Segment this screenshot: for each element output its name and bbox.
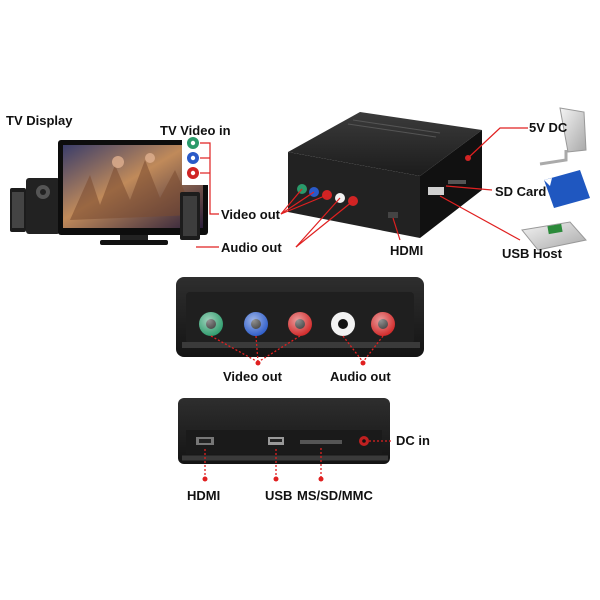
jack-green-icon xyxy=(199,312,223,336)
jack-white-icon xyxy=(331,312,355,336)
bottom-dotted-lines xyxy=(204,440,392,478)
label-audio-out-top: Audio out xyxy=(221,240,282,255)
speaker-icon xyxy=(10,188,26,232)
label-tv-display: TV Display xyxy=(6,113,73,128)
label-usb-host: USB Host xyxy=(502,246,562,261)
jack-red-icon xyxy=(288,312,312,336)
tv-icon xyxy=(58,140,208,245)
label-5v-dc: 5V DC xyxy=(529,120,568,135)
media-player-box xyxy=(288,112,482,238)
usb-drive-icon xyxy=(521,221,587,251)
sd-card-icon xyxy=(544,170,590,208)
label-ms-sd-mmc: MS/SD/MMC xyxy=(297,488,373,503)
io-port-panel xyxy=(178,398,390,464)
label-audio-out-mid: Audio out xyxy=(330,369,391,384)
jack-red-icon xyxy=(371,312,395,336)
label-hdmi-top: HDMI xyxy=(390,243,424,258)
mid-dotted-lines xyxy=(210,335,384,363)
jack-blue-icon xyxy=(244,312,268,336)
video-connection-lines xyxy=(196,142,219,248)
label-video-out-mid: Video out xyxy=(223,369,282,384)
label-video-out-top: Video out xyxy=(221,207,280,222)
label-hdmi-bottom: HDMI xyxy=(187,488,221,503)
speaker-icon xyxy=(180,192,200,240)
power-adapter-icon xyxy=(539,107,587,166)
av-jacks xyxy=(199,312,395,336)
label-sd-card: SD Card xyxy=(495,184,547,199)
subwoofer-icon xyxy=(26,178,60,234)
label-usb-bottom: USB xyxy=(265,488,293,503)
label-tv-video-in: TV Video in xyxy=(160,123,231,138)
box-connection-lines xyxy=(280,127,528,248)
label-dc-in: DC in xyxy=(396,433,430,448)
